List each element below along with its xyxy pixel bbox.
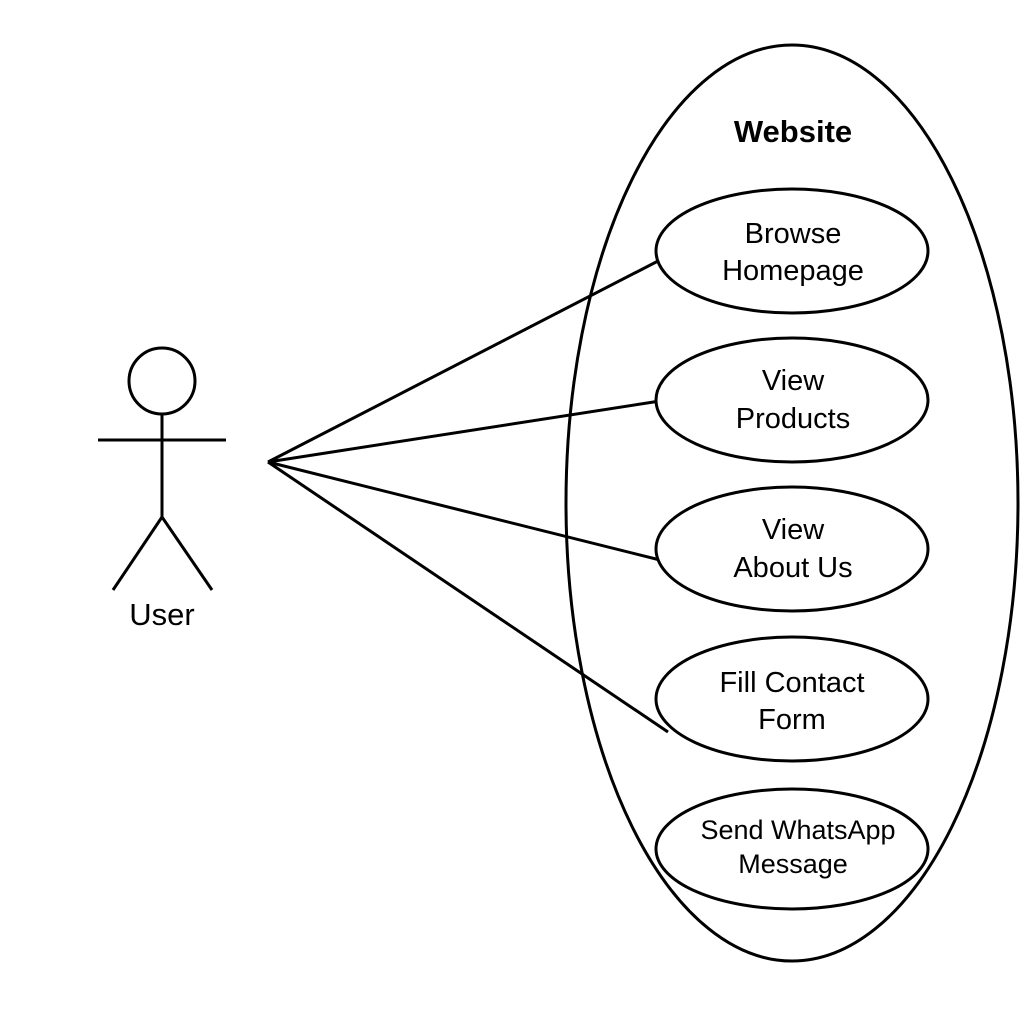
use-case-label-line2: Message bbox=[738, 849, 848, 879]
actor-user[interactable]: User bbox=[98, 346, 226, 632]
use-case-label-line2: Homepage bbox=[722, 255, 864, 287]
use-case-browse-homepage[interactable]: Browse Homepage bbox=[654, 187, 930, 315]
stick-figure-icon bbox=[98, 346, 226, 591]
use-case-view-about-us[interactable]: View About Us bbox=[654, 485, 930, 613]
use-case-label-line1: Send WhatsApp bbox=[700, 815, 895, 845]
use-case-send-whatsapp-message[interactable]: Send WhatsApp Message bbox=[654, 787, 930, 911]
associations bbox=[267, 258, 669, 734]
actor-label: User bbox=[129, 597, 194, 632]
system-boundary bbox=[564, 43, 1020, 963]
use-case-label-line1: Fill Contact bbox=[719, 667, 864, 699]
use-case-label-line1: View bbox=[762, 514, 825, 546]
use-case-view-products[interactable]: View Products bbox=[654, 336, 930, 464]
use-case-fill-contact-form[interactable]: Fill Contact Form bbox=[654, 635, 930, 763]
association-line-browse-homepage bbox=[267, 258, 661, 464]
association-line-view-products bbox=[267, 399, 661, 464]
system-boundary-title: Website bbox=[734, 114, 852, 149]
use-case-label-line2: About Us bbox=[733, 552, 852, 584]
use-case-ellipse bbox=[654, 336, 930, 464]
use-case-ellipse bbox=[654, 187, 930, 315]
association-line-view-about-us bbox=[267, 460, 661, 562]
use-case-ellipse bbox=[654, 787, 930, 911]
use-case-ellipse bbox=[654, 485, 930, 613]
use-case-ellipse bbox=[654, 635, 930, 763]
use-case-label-line2: Form bbox=[758, 704, 826, 736]
use-case-label-line2: Products bbox=[736, 403, 850, 435]
use-case-label-line1: View bbox=[762, 365, 825, 397]
use-case-label-line1: Browse bbox=[745, 218, 842, 250]
association-line-fill-contact-form bbox=[267, 460, 669, 734]
